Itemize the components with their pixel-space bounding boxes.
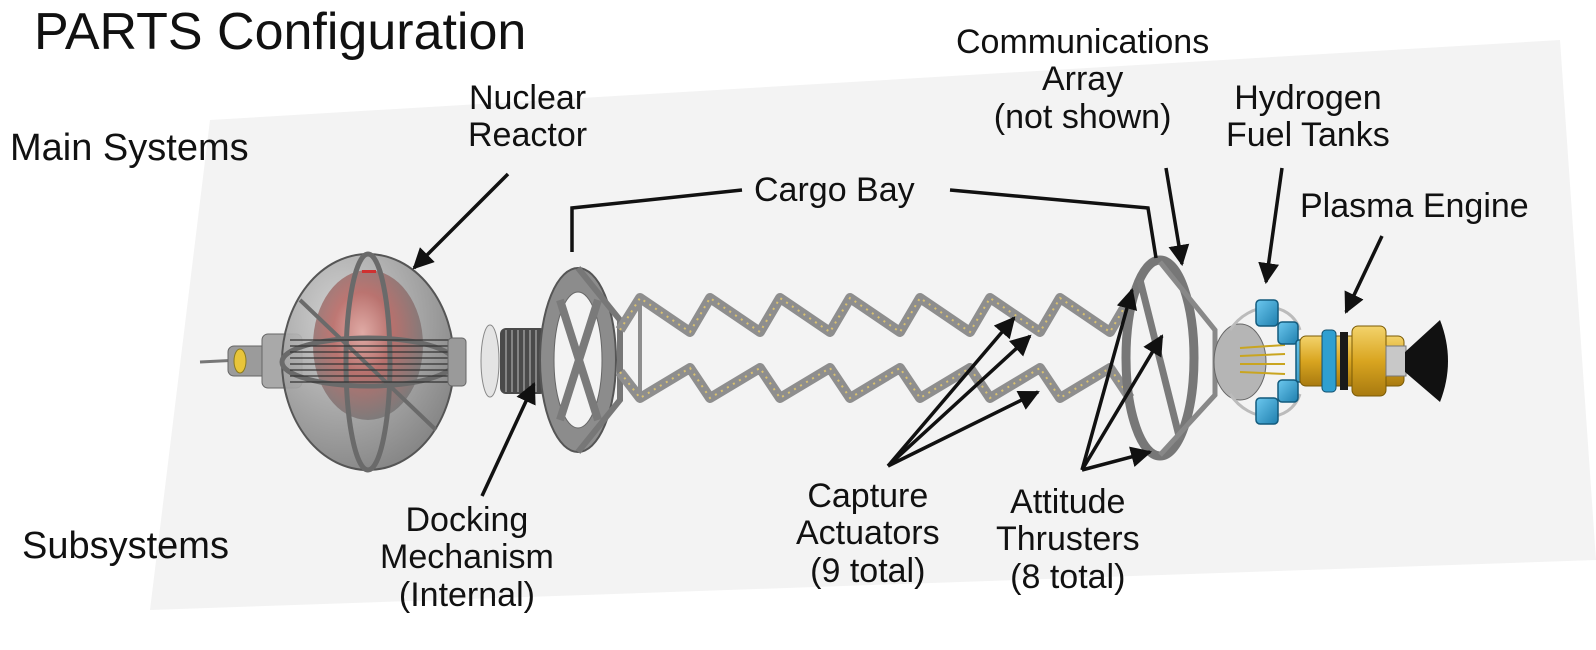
page-title: PARTS Configuration (34, 3, 527, 61)
label-nuclear-reactor-line: Nuclear (468, 79, 587, 117)
label-communications-line: Array (1041, 60, 1124, 99)
arrow-capture-actuator-2 (886, 334, 1032, 468)
cargo-bay-truss-studs (619, 296, 1131, 400)
label-capture-line: Actuators (796, 514, 940, 553)
label-attitude-line: (8 total) (1010, 557, 1126, 596)
label-docking-line: Mechanism (380, 538, 554, 577)
plasma-engine (1299, 320, 1448, 402)
arrow-communications-array (1164, 167, 1190, 267)
label-plasma-engine: Plasma Engine (1300, 187, 1529, 225)
label-communications-array: Communications Array (not shown) (956, 23, 1210, 136)
label-communications-line: (not shown) (993, 97, 1172, 136)
subsystems-heading: Subsystems (22, 525, 229, 567)
arrow-attitude-thruster-1 (1080, 287, 1138, 471)
label-cargo-bay: Cargo Bay (754, 171, 915, 209)
arrow-capture-actuator-1 (886, 316, 1016, 468)
label-attitude-line: Thrusters (996, 520, 1140, 559)
label-nuclear-reactor: Nuclear Reactor (468, 79, 588, 155)
label-docking-mechanism: Docking Mechanism (Internal) (380, 501, 554, 614)
docking-mechanism (480, 324, 546, 398)
forward-cargo-ring (539, 266, 623, 454)
arrow-attitude-thruster-3 (1081, 446, 1153, 472)
arrow-capture-actuator-3 (887, 390, 1040, 468)
arrow-attitude-thruster-2 (1080, 334, 1164, 471)
label-communications-line: Communications (956, 23, 1210, 61)
arrow-docking-mechanism (480, 382, 536, 497)
cargo-bay-bracket (570, 188, 1158, 259)
label-capture-line: (9 total) (810, 551, 926, 590)
label-nuclear-reactor-line: Reactor (468, 116, 588, 155)
callout-arrows (412, 167, 1384, 497)
engine-nozzle (1405, 320, 1448, 402)
label-hydrogen-fuel-tanks: Hydrogen Fuel Tanks (1226, 79, 1390, 155)
arrow-hydrogen-fuel-tanks (1258, 167, 1284, 285)
label-docking-line: Docking (405, 501, 529, 539)
main-systems-heading: Main Systems (10, 127, 249, 169)
label-docking-line: (Internal) (398, 575, 535, 614)
label-attitude-thrusters: Attitude Thrusters (8 total) (996, 483, 1140, 596)
label-capture-actuators: Capture Actuators (9 total) (796, 477, 940, 590)
label-hydrogen-line: Fuel Tanks (1226, 116, 1390, 155)
nuclear-reactor-sphere (279, 251, 467, 473)
backdrop-plane (150, 40, 1596, 610)
arrow-nuclear-reactor (412, 172, 510, 270)
label-capture-line: Capture (807, 477, 929, 515)
label-attitude-line: Attitude (1010, 483, 1126, 521)
arrow-plasma-engine (1344, 235, 1384, 314)
label-hydrogen-line: Hydrogen (1234, 79, 1382, 117)
